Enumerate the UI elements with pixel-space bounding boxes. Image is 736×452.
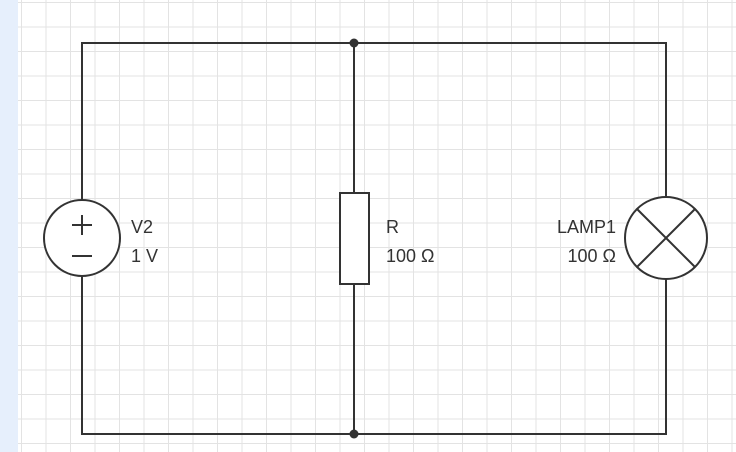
grid-canvas[interactable] xyxy=(18,0,736,452)
resistor-name-label: R xyxy=(386,217,399,237)
junction-bottom xyxy=(349,429,359,439)
resistor-value-label: 100 Ω xyxy=(386,246,435,266)
left-panel-edge xyxy=(0,0,18,452)
junction-top xyxy=(349,38,359,48)
lamp-icon[interactable] xyxy=(624,196,708,280)
lamp-value-label: 100 Ω xyxy=(568,246,617,266)
voltage-source-icon[interactable] xyxy=(43,199,121,277)
lamp-name-label: LAMP1 xyxy=(557,217,616,237)
source-value-label: 1 V xyxy=(131,246,158,266)
resistor-icon[interactable] xyxy=(339,192,370,285)
source-name-label: V2 xyxy=(131,217,153,237)
